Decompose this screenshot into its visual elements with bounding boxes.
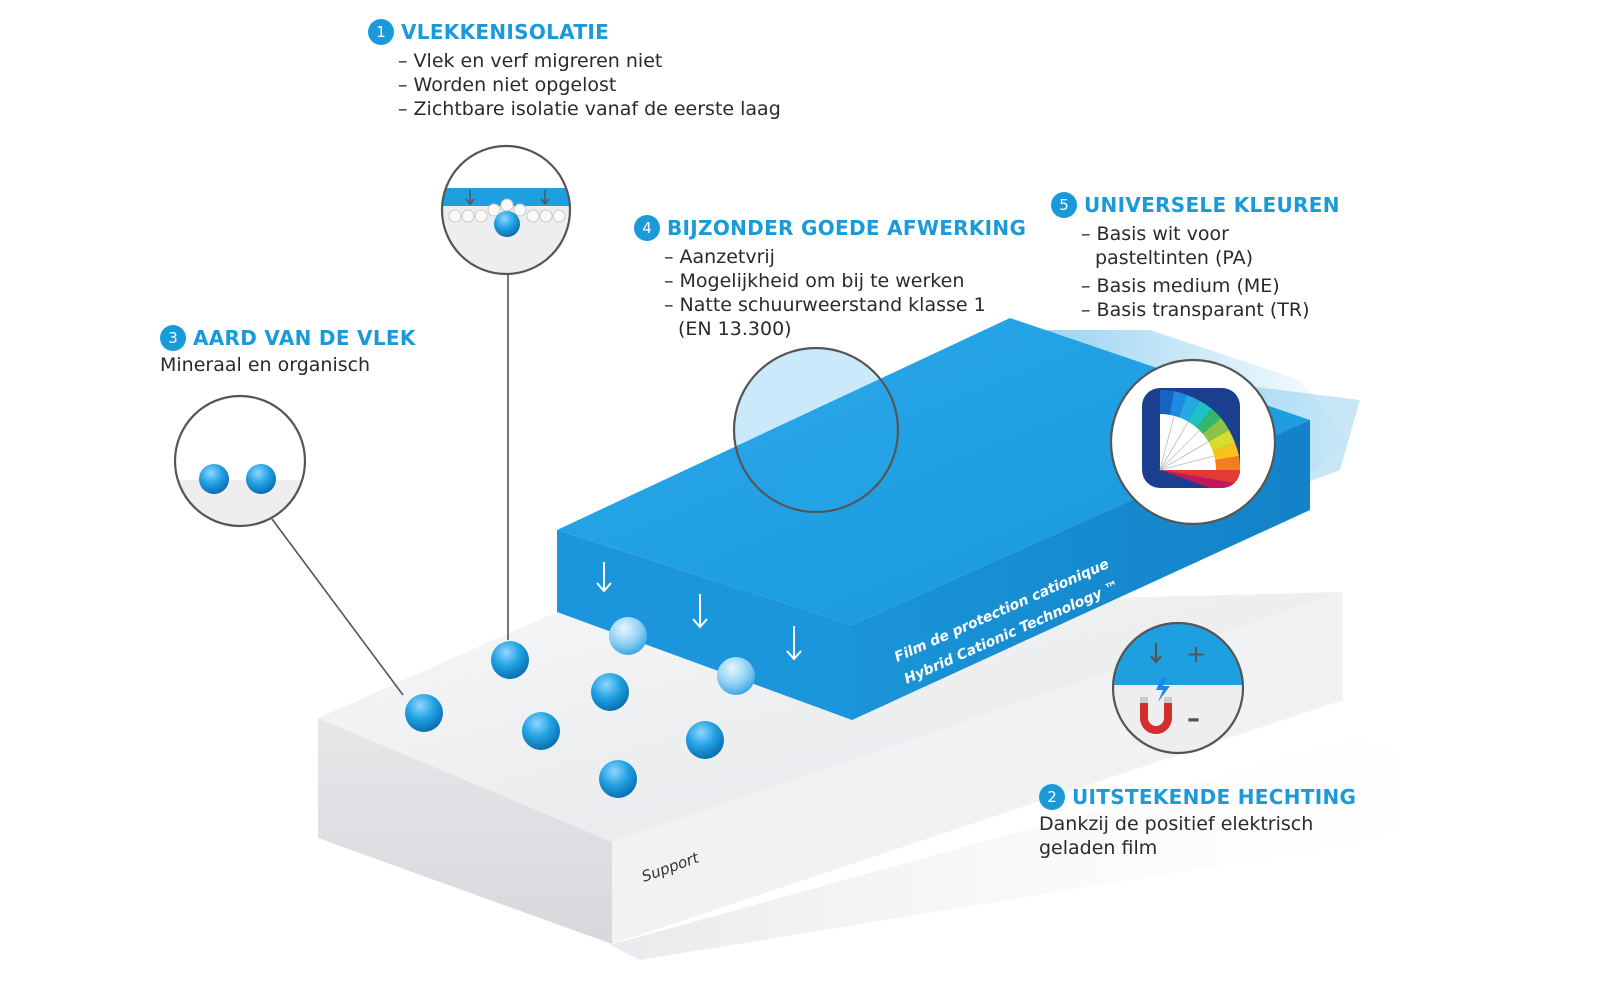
list-item: – Aanzetvrij [664, 246, 775, 268]
drop-icon [199, 464, 229, 494]
callout-header: 5 UNIVERSELE KLEUREN [1051, 190, 1340, 220]
drop-icon [686, 721, 724, 759]
list-item: – Basis transparant (TR) [1081, 299, 1310, 321]
arrow-down-icon [692, 594, 708, 629]
callout-title: BIJZONDER GOEDE AFWERKING [667, 216, 1027, 240]
callout-list: – Aanzetvrij – Mogelijkheid om bij te we… [634, 245, 1026, 341]
callout-list: – Vlek en verf migreren niet – Worden ni… [368, 49, 781, 121]
list-item: – Zichtbare isolatie vanaf de eerste laa… [398, 98, 781, 120]
magnet-icon [1140, 697, 1172, 734]
callout-line: Mineraal en organisch [160, 354, 371, 376]
callout-title: UNIVERSELE KLEUREN [1084, 193, 1340, 217]
magnifier-isolation [440, 144, 572, 276]
list-item: – Basis wit voor [1081, 223, 1229, 245]
drop-icon [599, 760, 637, 798]
drop-icon [717, 657, 755, 695]
callout-body: Dankzij de positief elektrisch geladen f… [1039, 812, 1356, 860]
callout-list: – Basis wit voor pasteltinten (PA) – Bas… [1051, 222, 1340, 322]
magnifier-colors [1109, 358, 1277, 526]
minus-charge: – [1187, 704, 1200, 734]
callout-header: 3 AARD VAN DE VLEK [160, 323, 416, 353]
callout-finish: 4 BIJZONDER GOEDE AFWERKING – Aanzetvrij… [634, 213, 1026, 341]
number-badge: 4 [634, 215, 660, 241]
list-item: – Basis medium (ME) [1081, 275, 1280, 297]
support-shadow [610, 740, 1520, 960]
callout-header: 2 UITSTEKENDE HECHTING [1039, 782, 1356, 812]
number-badge: 1 [368, 19, 394, 45]
list-item: – Worden niet opgelost [398, 74, 617, 96]
lightning-icon [1156, 677, 1170, 702]
callout-stain-type: 3 AARD VAN DE VLEK Mineraal en organisch [160, 323, 416, 377]
callout-line: geladen film [1039, 837, 1158, 859]
film-top-face [557, 318, 1310, 625]
list-item: – Vlek en verf migreren niet [398, 50, 663, 72]
callout-stain-isolation: 1 VLEKKENISOLATIE – Vlek en verf migrere… [368, 17, 781, 121]
arrow-down-icon [1150, 643, 1162, 664]
callout-adhesion: 2 UITSTEKENDE HECHTING Dankzij de positi… [1039, 782, 1356, 860]
drop-icon [494, 211, 520, 237]
support-top-face [318, 592, 1343, 842]
number-badge: 3 [160, 325, 186, 351]
callout-header: 1 VLEKKENISOLATIE [368, 17, 781, 47]
plus-charge: + [1186, 640, 1206, 668]
drop-icon [246, 464, 276, 494]
number-badge: 2 [1039, 784, 1065, 810]
stain-drops [405, 617, 755, 798]
list-item: (EN 13.300) [678, 318, 792, 340]
callout-line: Dankzij de positief elektrisch [1039, 813, 1314, 835]
leader-line-3 [271, 518, 404, 696]
drop-icon [591, 673, 629, 711]
callout-body: Mineraal en organisch [160, 353, 416, 377]
list-item: pasteltinten (PA) [1095, 247, 1254, 269]
callout-title: AARD VAN DE VLEK [193, 326, 416, 350]
drop-icon [609, 617, 647, 655]
drop-icon [491, 641, 529, 679]
magnifier-adhesion: + – [1111, 621, 1245, 755]
arrow-down-icon [786, 626, 802, 661]
magnifier-stain-type [173, 394, 307, 528]
list-item: – Natte schuurweerstand klasse 1 [664, 294, 986, 316]
arrow-down-icon [596, 562, 612, 593]
support-front-face [318, 718, 612, 944]
callout-title: UITSTEKENDE HECHTING [1072, 785, 1357, 809]
callout-header: 4 BIJZONDER GOEDE AFWERKING [634, 213, 1026, 243]
drop-icon [522, 712, 560, 750]
callout-universal-colors: 5 UNIVERSELE KLEUREN – Basis wit voor pa… [1051, 190, 1340, 322]
number-badge: 5 [1051, 192, 1077, 218]
magnifier-finish [732, 346, 900, 514]
drop-icon [405, 694, 443, 732]
film-front-face [557, 530, 852, 720]
list-item: – Mogelijkheid om bij te werken [664, 270, 965, 292]
color-fan-icon [1142, 388, 1240, 488]
callout-title: VLEKKENISOLATIE [401, 20, 610, 44]
